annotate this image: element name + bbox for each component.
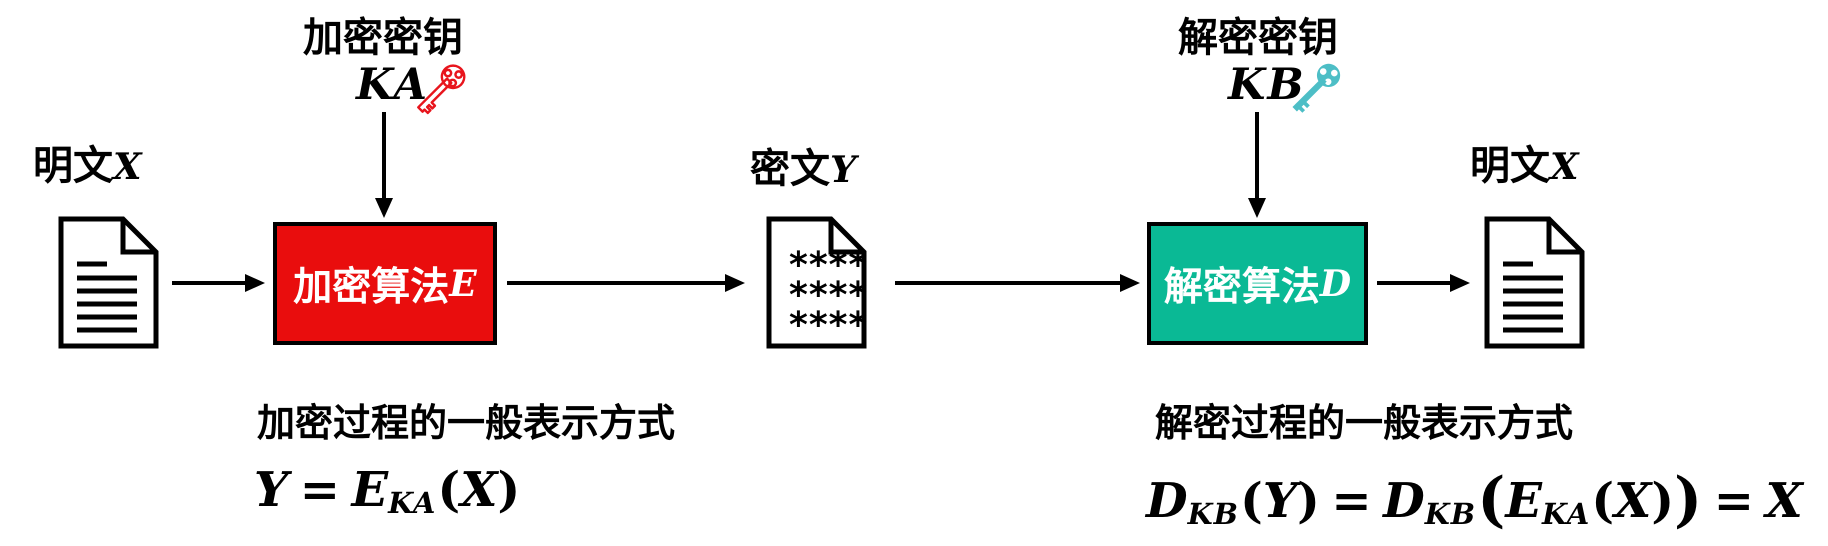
close-paren: ) [1297, 473, 1320, 529]
decrypt-formula: DKB(Y)=DKB(EKA(X))=X [1146, 462, 1803, 535]
formula-token: E [351, 462, 389, 518]
encrypt-key-icon [412, 58, 468, 118]
arrow-shaft [1255, 112, 1259, 198]
arrow-plaintext-to-encrypt [172, 274, 265, 292]
formula-token: Y [1262, 473, 1298, 529]
plaintext-document-icon [57, 215, 160, 350]
encrypt-key-label: 加密密钥 [303, 15, 463, 61]
plaintext-input-label-cjk: 明文 [33, 143, 113, 189]
arrow-shaft [895, 281, 1120, 285]
equals-sign: = [299, 462, 340, 518]
close-paren: ) [1651, 473, 1675, 529]
arrow-head [1120, 274, 1140, 292]
formula-token: D [1146, 473, 1188, 529]
plaintext-output-label: 明文X [1470, 144, 1579, 188]
equals-sign: = [1331, 473, 1372, 529]
arrow-head [375, 198, 393, 218]
arrow-shaft [507, 281, 725, 285]
plaintext-output-label-cjk: 明文 [1470, 143, 1550, 189]
formula-token: E [1505, 473, 1542, 529]
arrow-encrypt-to-cipher [507, 274, 745, 292]
open-paren: ( [437, 462, 461, 518]
decrypt-box-label: 解密算法 [1163, 264, 1320, 310]
arrow-encrypt-key-to-box [375, 112, 393, 218]
close-paren: ) [497, 462, 521, 518]
plaintext-input-var: X [113, 144, 142, 188]
arrow-head [245, 274, 265, 292]
encrypt-key-symbol: KA [356, 60, 429, 110]
arrow-shaft [382, 112, 386, 198]
cipher-row: **** [789, 245, 868, 286]
open-paren: ( [1591, 473, 1615, 529]
formula-subscript: KA [388, 486, 437, 521]
formula-subscript: KB [1187, 497, 1239, 532]
arrow-shaft [172, 281, 245, 285]
formula-token: X [1614, 473, 1652, 529]
cipher-row: **** [789, 275, 868, 316]
encrypt-formula: Y=EKA(X) [254, 462, 521, 521]
equals-sign: = [1713, 473, 1754, 529]
arrow-cipher-to-decrypt [895, 274, 1140, 292]
plaintext-output-document-icon [1483, 215, 1586, 350]
open-paren: ( [1240, 473, 1263, 529]
decrypt-key-label: 解密密钥 [1178, 15, 1338, 61]
arrow-head [725, 274, 745, 292]
decrypt-key-symbol: KB [1228, 60, 1306, 110]
decrypt-key-icon [1286, 56, 1344, 118]
big-open-paren: ( [1477, 464, 1506, 535]
arrow-head [1450, 274, 1470, 292]
formula-token: X [1765, 473, 1803, 529]
formula-token: D [1383, 473, 1425, 529]
formula-subscript: KA [1542, 497, 1591, 532]
ciphertext-label: 密文Y [750, 147, 856, 191]
ciphertext-var: Y [830, 147, 857, 191]
formula-token: X [460, 462, 498, 518]
ciphertext-label-cjk: 密文 [750, 146, 830, 192]
encrypt-process-caption: 加密过程的一般表示方式 [257, 401, 676, 445]
plaintext-output-var: X [1550, 144, 1579, 188]
plaintext-input-label: 明文X [33, 144, 142, 188]
formula-subscript: KB [1424, 497, 1477, 532]
big-close-paren: ) [1674, 464, 1703, 535]
arrow-decrypt-key-to-box [1248, 112, 1266, 218]
decrypt-box-var: D [1319, 262, 1352, 305]
ciphertext-document-icon: **** **** **** [765, 215, 868, 350]
formula-token: Y [254, 462, 289, 518]
arrow-head [1248, 198, 1266, 218]
decrypt-process-caption: 解密过程的一般表示方式 [1155, 401, 1574, 445]
arrow-decrypt-to-plaintext [1377, 274, 1470, 292]
cipher-row: **** [789, 305, 868, 346]
arrow-shaft [1377, 281, 1450, 285]
encrypt-box-var: E [449, 262, 477, 305]
encrypt-box-label: 加密算法 [293, 264, 450, 310]
